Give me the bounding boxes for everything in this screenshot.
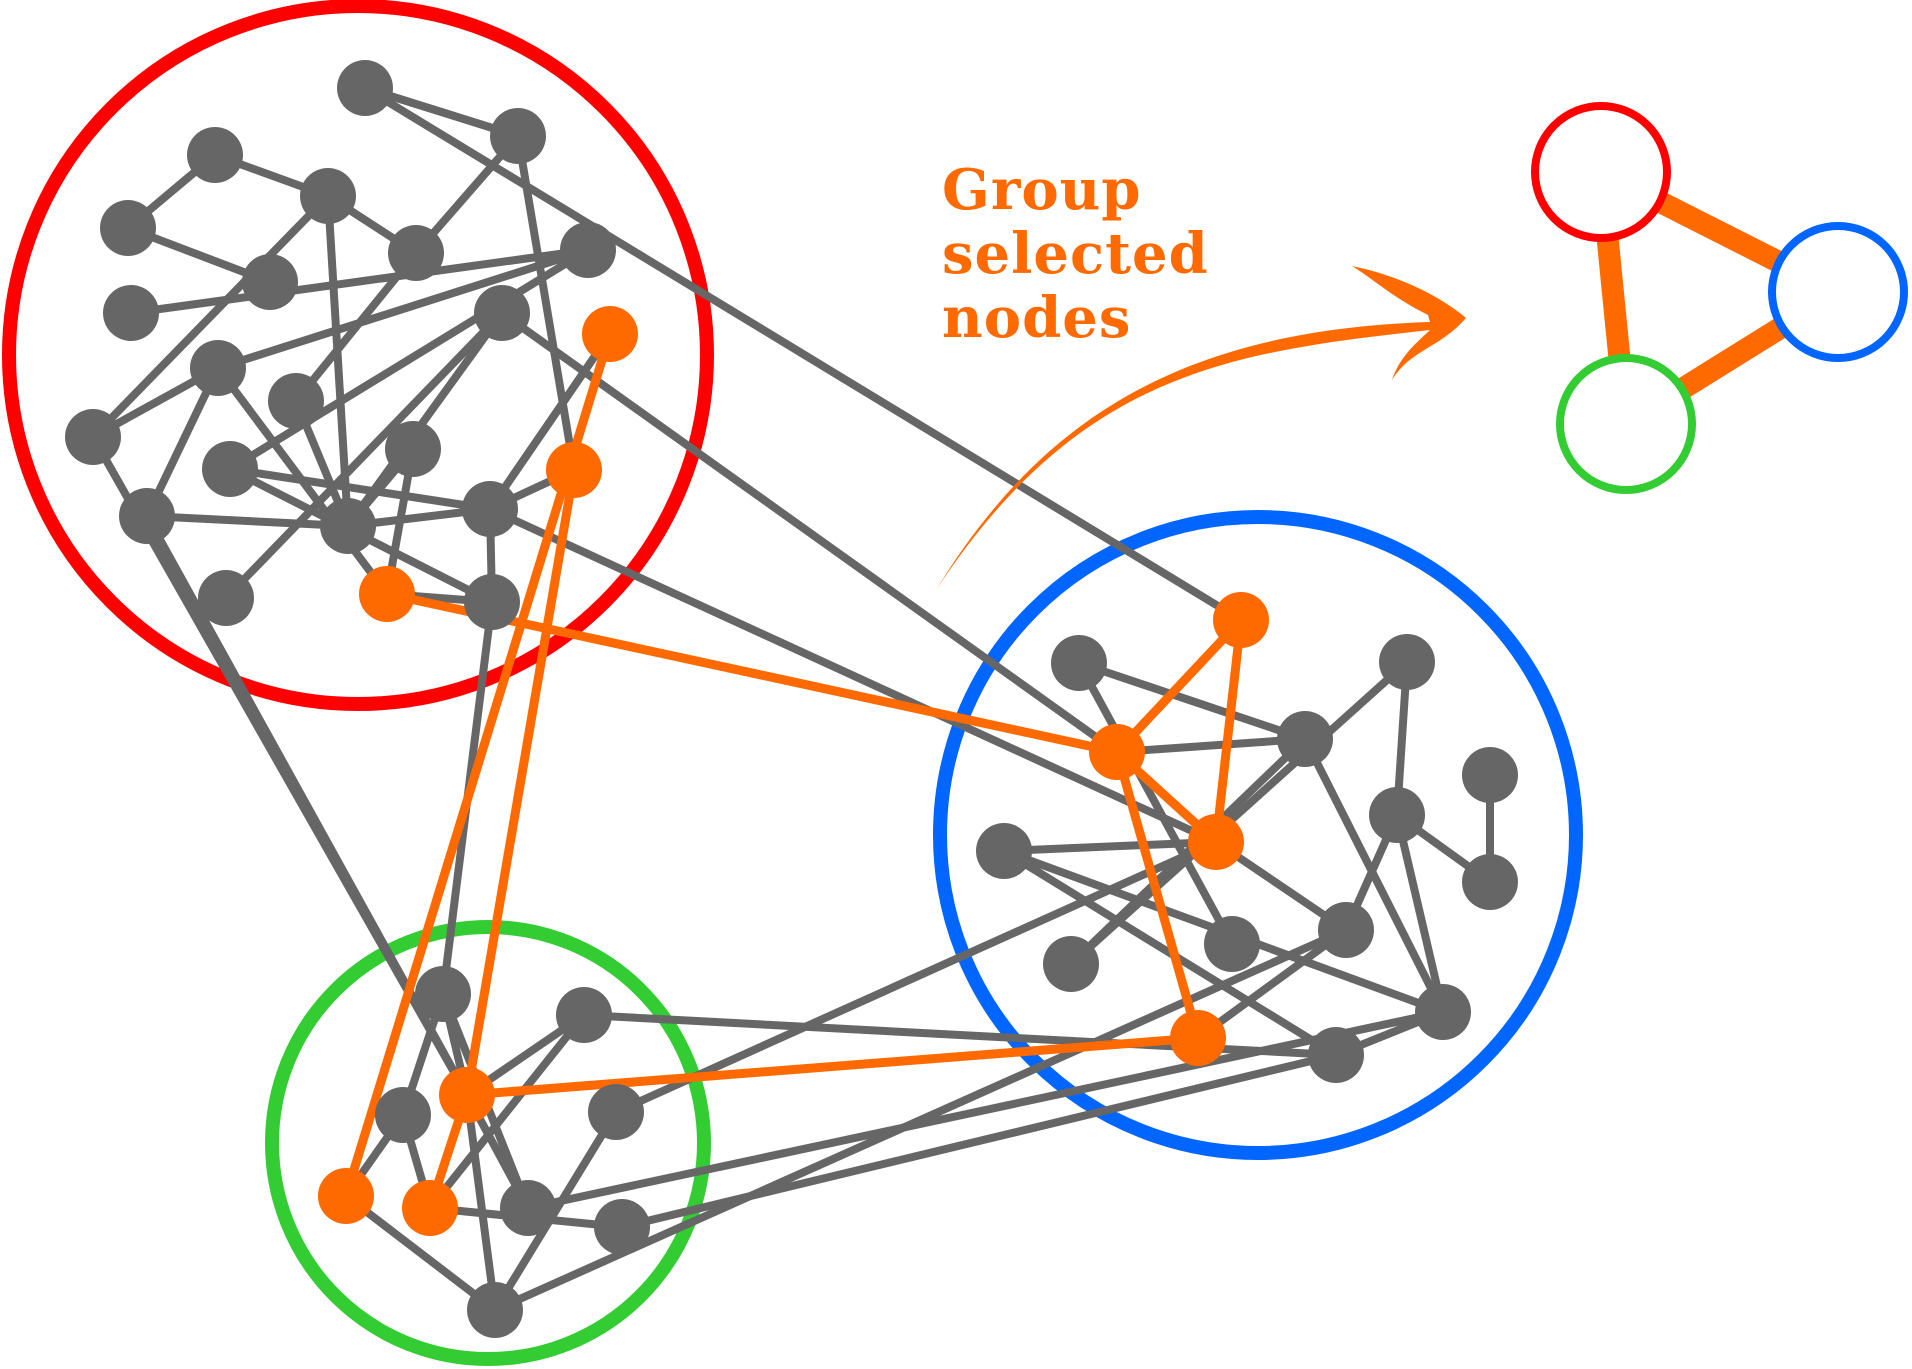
node-r16 <box>462 481 518 537</box>
arrow-shape <box>936 266 1466 590</box>
node-r20 <box>198 570 254 626</box>
nodes <box>65 60 1518 1338</box>
selected-edge-b4-b1 <box>1112 615 1246 757</box>
node-r3 <box>187 127 243 183</box>
edge-r8-r23 <box>214 246 592 372</box>
edge-b7-b14 <box>1393 811 1447 1016</box>
node-r23 <box>190 340 246 396</box>
node-b13 <box>1043 936 1099 992</box>
caption-line-group: Group <box>942 157 1142 223</box>
group-circle-blue <box>933 510 1583 1160</box>
selected-node-b4 <box>1089 724 1145 780</box>
node-b16 <box>1308 1027 1364 1083</box>
caption: Group selected nodes <box>942 158 1209 350</box>
selected-node-r19 <box>546 442 602 498</box>
group-circles <box>2 0 1583 1366</box>
node-r13 <box>65 409 121 465</box>
edge-r1-b1 <box>361 84 1245 624</box>
summary-node-blue <box>1768 222 1908 362</box>
edge-r17-r18 <box>143 512 352 530</box>
summary-graph <box>1531 102 1908 494</box>
node-r15 <box>385 421 441 477</box>
node-g2 <box>556 987 612 1043</box>
node-r4 <box>300 168 356 224</box>
group-circle-red <box>2 0 714 711</box>
edge-g3-g10 <box>463 1091 499 1314</box>
node-b5 <box>1277 711 1333 767</box>
edge-r14-r16 <box>226 465 494 513</box>
edge-r8-r9 <box>127 246 592 317</box>
node-r2 <box>490 108 546 164</box>
selected-node-r11 <box>582 306 638 362</box>
selected-node-b9 <box>1188 814 1244 870</box>
node-b2 <box>1051 635 1107 691</box>
edge-b16-g9 <box>618 1051 1340 1231</box>
node-b11 <box>1204 916 1260 972</box>
edge-g6-g10 <box>342 1192 499 1314</box>
group-arrow-icon <box>936 266 1466 590</box>
node-g9 <box>594 1199 650 1255</box>
edge-r10-b4 <box>498 309 1121 756</box>
selected-node-r21 <box>359 566 415 622</box>
selected-node-b1 <box>1213 592 1269 648</box>
node-g4 <box>375 1087 431 1143</box>
node-r18 <box>320 498 376 554</box>
caption-line-nodes: nodes <box>942 285 1132 351</box>
summary-node-green <box>1556 354 1696 494</box>
node-b7 <box>1369 787 1425 843</box>
selected-node-g6 <box>318 1168 374 1224</box>
edge-r10-r20 <box>222 309 506 602</box>
edge-r2-r19 <box>514 132 578 474</box>
node-r5 <box>100 200 156 256</box>
edge-b2-b5 <box>1075 659 1309 743</box>
node-r14 <box>202 441 258 497</box>
selected-node-g7 <box>402 1180 458 1236</box>
node-r6 <box>388 225 444 281</box>
edge-b8-b9 <box>1000 838 1220 855</box>
node-b12 <box>1318 902 1374 958</box>
edge-b9-g5 <box>612 838 1220 1116</box>
node-r1 <box>337 60 393 116</box>
node-b10 <box>1462 854 1518 910</box>
node-g1 <box>415 966 471 1022</box>
edge-b14-g8 <box>524 1008 1447 1212</box>
summary-node-red <box>1531 102 1671 242</box>
edge-b12-b15 <box>1194 926 1350 1042</box>
selected-edge-b4-b15 <box>1112 747 1203 1043</box>
selected-edge-b15-g3 <box>462 1033 1203 1100</box>
node-r12 <box>268 373 324 429</box>
selected-edge-b1-b9 <box>1211 615 1246 847</box>
edge-r8-r14 <box>226 246 592 473</box>
caption-line-selected: selected <box>942 221 1209 287</box>
edge-g2-g7 <box>426 1011 588 1212</box>
node-g5 <box>588 1084 644 1140</box>
node-g8 <box>500 1180 556 1236</box>
node-r8 <box>560 222 616 278</box>
node-g10 <box>467 1282 523 1338</box>
node-r9 <box>103 285 159 341</box>
node-b8 <box>976 823 1032 879</box>
selected-edge-r19-g3 <box>462 465 579 1100</box>
selected-node-g3 <box>439 1067 495 1123</box>
node-b3 <box>1379 634 1435 690</box>
edge-b3-b13 <box>1067 658 1411 968</box>
edge-r17-g3 <box>143 512 471 1099</box>
edge-b4-b5 <box>1113 735 1309 756</box>
node-r7 <box>242 254 298 310</box>
node-b14 <box>1415 984 1471 1040</box>
edge-r13-r4 <box>89 192 332 441</box>
edge-r16-b9 <box>486 505 1220 846</box>
node-r10 <box>474 285 530 341</box>
node-b6 <box>1462 747 1518 803</box>
edge-r11-r16 <box>486 330 614 513</box>
node-r17 <box>119 488 175 544</box>
edge-b2-b11 <box>1075 659 1236 948</box>
node-r22 <box>464 574 520 630</box>
group-circle-green <box>265 920 711 1366</box>
selected-node-b15 <box>1170 1010 1226 1066</box>
